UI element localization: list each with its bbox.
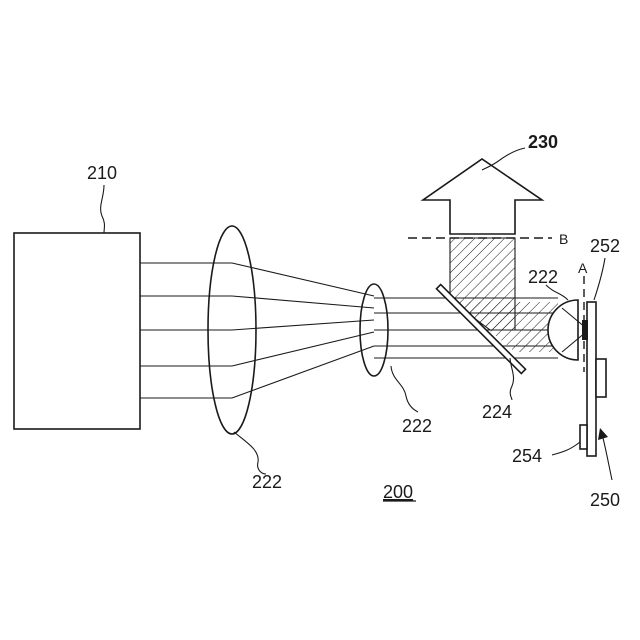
horizontal-beam-hatched — [455, 302, 558, 352]
label-plane-b: B — [559, 231, 568, 247]
stage-plate — [587, 302, 596, 456]
stage-pointer-arrow — [598, 428, 612, 480]
label-small-lens: 222 — [402, 416, 432, 436]
label-focusing-lens: 222 — [528, 267, 558, 287]
label-mirror: 224 — [482, 402, 512, 422]
label-sample: 252 — [590, 236, 620, 256]
label-source: 210 — [87, 163, 117, 183]
light-source-box — [14, 233, 140, 429]
label-plane-a: A — [578, 260, 588, 276]
label-large-lens: 222 — [252, 472, 282, 492]
label-output: 230 — [528, 132, 558, 152]
stage-mount-right — [596, 359, 606, 397]
label-stage: 250 — [590, 490, 620, 510]
label-system: 200 — [383, 482, 413, 502]
stage-holder-left — [580, 425, 587, 449]
sample-piece — [582, 320, 588, 340]
rays-source-to-lens — [140, 263, 232, 398]
label-holder: 254 — [512, 446, 542, 466]
